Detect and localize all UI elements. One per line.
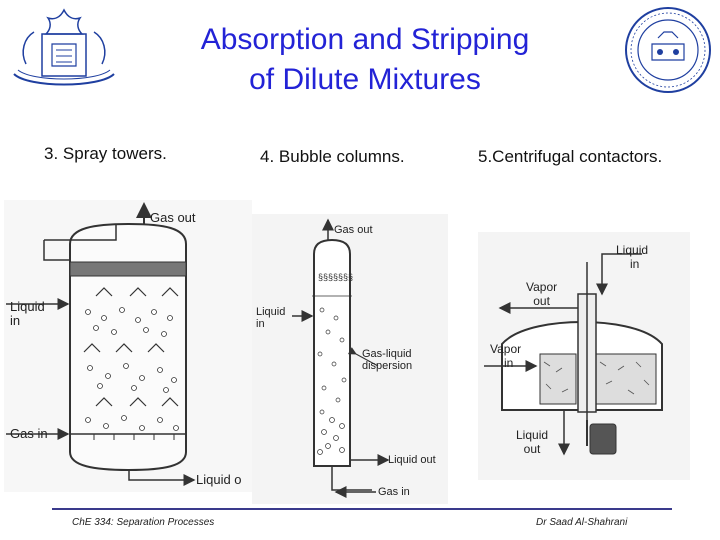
bubble-columns-label: 4. Bubble columns.: [260, 147, 405, 166]
title-line-1: Absorption and Stripping: [200, 23, 530, 56]
centrifugal-vapor-in-line2: in: [504, 356, 514, 370]
bubble-liquid-in-line2: in: [256, 318, 265, 330]
centrifugal-vapor-out-line2: out: [533, 294, 550, 308]
spray-liquid-out-label: Liquid o: [196, 472, 242, 487]
centrifugal-contactor-diagram: [478, 232, 690, 480]
spray-liquid-in-label: Liquid in: [10, 300, 45, 328]
spray-towers-label: 3. Spray towers.: [44, 144, 167, 163]
university-emblem-icon: [13, 8, 115, 86]
centrifugal-vapor-in-label: Vapor in: [490, 342, 521, 370]
title-line-2: of Dilute Mixtures: [249, 63, 481, 96]
footer-divider: [52, 508, 672, 510]
spray-tower-diagram: [4, 200, 252, 492]
bubble-liquid-in-line1: Liquid: [256, 306, 286, 318]
svg-text:§§§§§§§: §§§§§§§: [318, 272, 353, 282]
bubble-liquid-in-label: Liquid in: [256, 306, 285, 330]
centrifugal-liquid-in-line1: Liquid: [616, 243, 649, 257]
spray-gas-in-label: Gas in: [10, 426, 48, 441]
centrifugal-liquid-out-line2: out: [523, 442, 541, 456]
centrifugal-liquid-in-line2: in: [630, 257, 640, 271]
bubble-dispersion-line1: Gas-liquid: [362, 348, 412, 360]
centrifugal-vapor-out-line1: Vapor: [526, 280, 558, 294]
bubble-gas-out-label: Gas out: [334, 224, 373, 236]
slide-title: Absorption and Stripping of Dilute Mixtu…: [130, 20, 600, 100]
department-seal-icon: [625, 7, 711, 93]
centrifugal-contactors-label: 5.Centrifugal contactors.: [478, 147, 663, 166]
bubble-gas-in-label: Gas in: [378, 486, 410, 498]
centrifugal-vapor-out-label: Vapor out: [526, 280, 557, 308]
footer-author: Dr Saad Al-Shahrani: [536, 517, 628, 528]
centrifugal-liquid-out-label: Liquid out: [516, 428, 548, 456]
bubble-dispersion-label: Gas-liquid dispersion: [362, 348, 412, 372]
spray-gas-out-label: Gas out: [150, 210, 196, 225]
bubble-column-diagram: §§§§§§§: [252, 214, 448, 504]
bubble-liquid-out-label: Liquid out: [388, 454, 436, 466]
centrifugal-vapor-in-line1: Vapor: [490, 342, 522, 356]
centrifugal-liquid-out-line1: Liquid: [516, 428, 549, 442]
spray-liquid-in-line2: in: [10, 313, 21, 328]
centrifugal-liquid-in-label: Liquid in: [616, 243, 648, 271]
footer-course: ChE 334: Separation Processes: [72, 517, 215, 528]
spray-liquid-in-line1: Liquid: [10, 299, 45, 314]
bubble-dispersion-line2: dispersion: [362, 360, 413, 372]
